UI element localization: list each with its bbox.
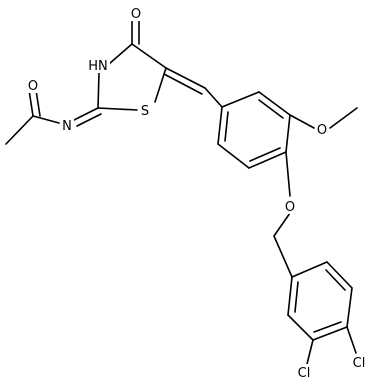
bond-methyl-carbonyl bbox=[5, 115, 34, 145]
bond-b4-b5-inner bbox=[249, 147, 281, 162]
atom-o-carbonyl: O bbox=[131, 7, 141, 22]
bond-o-ch2 bbox=[273, 212, 291, 237]
bond-c3-c4 bbox=[346, 287, 353, 328]
bond-c4-c5-inner bbox=[313, 321, 342, 333]
bond-c6-c1-inner bbox=[294, 281, 299, 313]
bond-nh-c4 bbox=[108, 43, 133, 65]
atom-o-methoxy: O bbox=[317, 123, 327, 138]
bonds bbox=[5, 20, 358, 365]
bond-b4-b5 bbox=[248, 151, 287, 169]
bond-ring-o-ether bbox=[285, 151, 291, 197]
bond-c4-c5 bbox=[312, 326, 348, 341]
bond-c2-nh bbox=[97, 72, 100, 109]
bond-c5-c6 bbox=[287, 314, 314, 341]
bond-c4-c5 bbox=[131, 43, 167, 69]
bond-ch2-ring bbox=[273, 235, 293, 278]
atom-o-ether: O bbox=[285, 200, 295, 215]
bond-ch-ring bbox=[204, 87, 223, 108]
bond-c5-ch-a bbox=[165, 67, 206, 89]
bond-carbonyl-o-b bbox=[35, 89, 41, 117]
bond-c5-s bbox=[154, 67, 167, 103]
bond-b2-b3 bbox=[258, 91, 291, 116]
bond-carbonyl-o-a bbox=[28, 89, 34, 117]
bond-n-c2-a bbox=[73, 107, 99, 121]
atom-s-ring: S bbox=[141, 104, 149, 119]
bond-n-c2-b bbox=[76, 113, 102, 127]
atom-n-imine: N bbox=[62, 119, 72, 134]
bond-c5-ch-b bbox=[163, 73, 203, 95]
bond-b3-b4 bbox=[285, 114, 291, 153]
bond-b5-b6 bbox=[217, 143, 250, 169]
bond-c1-c2 bbox=[291, 261, 328, 278]
bond-c6-c1 bbox=[287, 276, 293, 316]
bond-c5-cl bbox=[306, 339, 314, 365]
bond-carbonyl-n bbox=[32, 115, 60, 124]
atom-labels: O HN O N S O O Cl Cl bbox=[26, 5, 370, 381]
bond-b6-b1-inner bbox=[224, 111, 229, 142]
bond-ome-ch3 bbox=[329, 107, 358, 129]
bond-b1-b2 bbox=[221, 91, 260, 108]
bond-c2-c3-inner bbox=[325, 269, 346, 291]
bond-b2-b3-inner bbox=[258, 99, 284, 119]
bond-c4-cl bbox=[346, 326, 357, 354]
bond-ring-ome bbox=[289, 114, 315, 129]
atom-cl-left: Cl bbox=[298, 366, 311, 381]
bond-b6-b1 bbox=[217, 106, 223, 145]
atom-o-acetyl: O bbox=[28, 79, 38, 94]
atom-nh-ring: HN bbox=[88, 59, 108, 74]
bond-s-c2 bbox=[97, 107, 138, 111]
bond-c2-c3 bbox=[326, 261, 353, 289]
atom-cl-right: Cl bbox=[353, 356, 366, 371]
